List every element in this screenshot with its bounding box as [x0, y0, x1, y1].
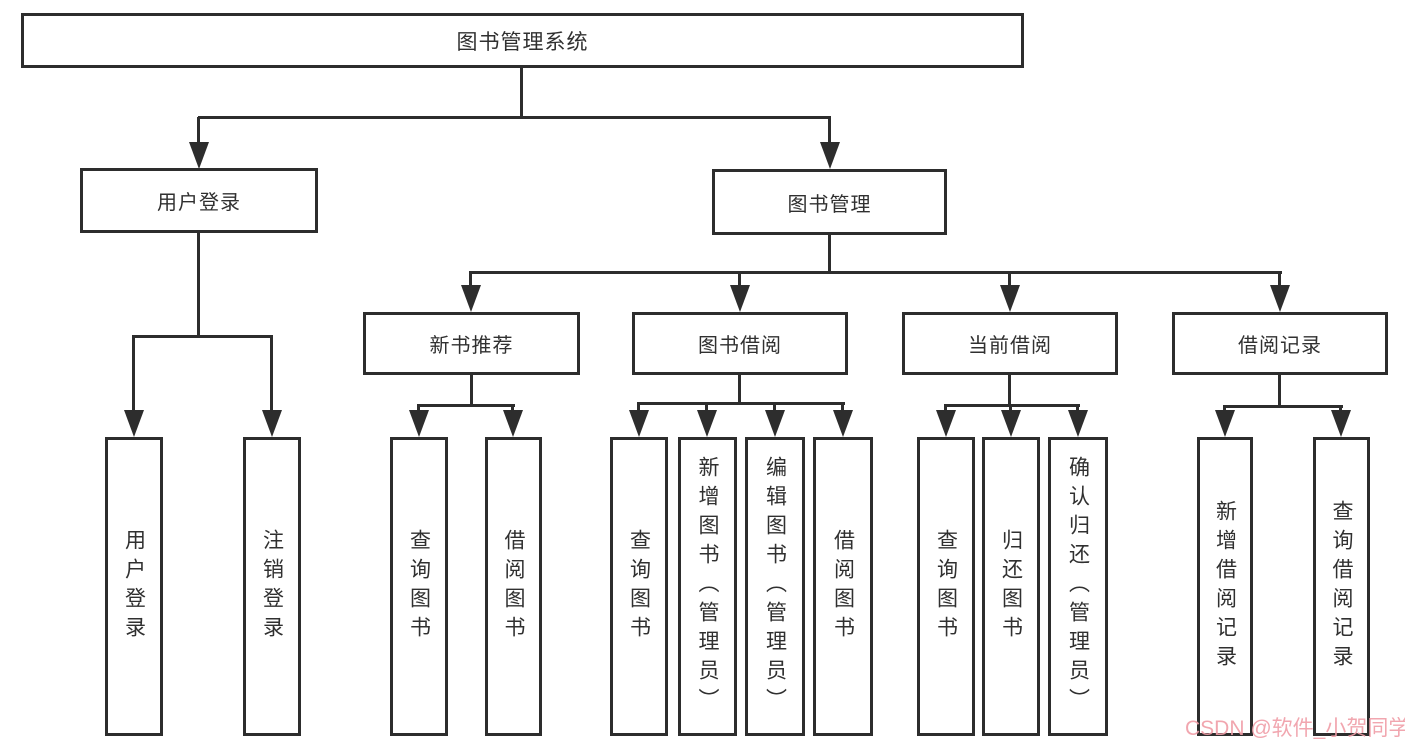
leaf-query-books-current: 查询图书	[917, 437, 975, 736]
arrow-down-icon	[697, 410, 717, 437]
node-current-borrow: 当前借阅	[902, 312, 1118, 375]
leaf-confirm-return-admin: 确认归还（管理员）	[1048, 437, 1108, 736]
leaf-edit-books-admin: 编辑图书（管理员）	[745, 437, 805, 736]
arrow-down-icon	[262, 410, 282, 437]
leaf-return-books: 归还图书	[982, 437, 1040, 736]
connector-line	[469, 271, 1282, 274]
node-label: 新书推荐	[429, 335, 514, 357]
node-root: 图书管理系统	[21, 13, 1024, 68]
connector-line	[511, 405, 514, 413]
leaf-label: 查询图书	[627, 528, 651, 645]
node-label: 用户登录	[157, 192, 241, 214]
leaf-label: 归还图书	[999, 528, 1023, 645]
arrow-down-icon	[1068, 410, 1088, 437]
arrow-down-icon	[461, 285, 481, 312]
node-root-label: 图书管理系统	[456, 30, 589, 54]
leaf-label: 查询图书	[407, 528, 431, 645]
connector-line	[738, 375, 741, 405]
node-new-book-recommend: 新书推荐	[363, 312, 580, 375]
connector-line	[1278, 375, 1281, 408]
arrow-down-icon	[936, 410, 956, 437]
connector-line	[828, 235, 831, 273]
arrow-down-icon	[833, 410, 853, 437]
node-borrow-record: 借阅记录	[1172, 312, 1388, 375]
leaf-label: 查询借阅记录	[1330, 499, 1353, 674]
connector-line	[469, 272, 472, 287]
arrow-down-icon	[189, 142, 209, 169]
leaf-label: 借阅图书	[831, 528, 855, 645]
connector-line	[198, 116, 831, 119]
connector-line	[1278, 272, 1281, 287]
leaf-query-books-borrow: 查询图书	[610, 437, 668, 736]
connector-line	[417, 405, 420, 413]
arrow-down-icon	[629, 410, 649, 437]
arrow-down-icon	[409, 410, 429, 437]
node-user-login: 用户登录	[80, 168, 318, 233]
leaf-query-borrow-record: 查询借阅记录	[1313, 437, 1370, 736]
connector-line	[1223, 406, 1226, 413]
leaf-label: 用户登录	[122, 528, 146, 645]
connector-line	[1339, 406, 1342, 413]
arrow-down-icon	[730, 285, 750, 312]
leaf-borrow-books-recommend: 借阅图书	[485, 437, 542, 736]
arrow-down-icon	[503, 410, 523, 437]
connector-line	[828, 117, 831, 145]
leaf-user-login: 用户登录	[105, 437, 163, 736]
arrow-down-icon	[820, 142, 840, 169]
connector-line	[1223, 405, 1343, 408]
leaf-label: 编辑图书（管理员）	[763, 456, 787, 717]
connector-line	[637, 403, 640, 413]
node-label: 图书借阅	[698, 335, 782, 357]
connector-line	[132, 336, 135, 412]
node-book-management: 图书管理	[712, 169, 947, 235]
arrow-down-icon	[1331, 410, 1351, 437]
connector-line	[270, 336, 273, 412]
leaf-borrow-books: 借阅图书	[813, 437, 873, 736]
node-label: 图书管理	[787, 193, 872, 216]
leaf-logout: 注销登录	[243, 437, 301, 736]
connector-line	[470, 375, 473, 407]
arrow-down-icon	[124, 410, 144, 437]
connector-line	[637, 402, 845, 405]
connector-line	[738, 272, 741, 287]
connector-line	[773, 403, 776, 413]
node-label: 当前借阅	[968, 335, 1052, 357]
leaf-label: 确认归还（管理员）	[1066, 456, 1090, 717]
connector-line	[197, 233, 200, 337]
connector-line	[1008, 272, 1011, 287]
connector-line	[1076, 405, 1079, 413]
connector-line	[197, 117, 200, 145]
leaf-label: 新增借阅记录	[1213, 499, 1237, 674]
arrow-down-icon	[1000, 285, 1020, 312]
connector-line	[944, 405, 947, 413]
arrow-down-icon	[1215, 410, 1235, 437]
connector-line	[520, 68, 523, 118]
node-book-borrow: 图书借阅	[632, 312, 848, 375]
connector-line	[841, 403, 844, 413]
leaf-label: 新增图书（管理员）	[696, 456, 719, 717]
arrow-down-icon	[1270, 285, 1290, 312]
csdn-watermark: CSDN @软件_小贺同学	[1185, 717, 1405, 740]
node-label: 借阅记录	[1238, 335, 1322, 357]
leaf-label: 注销登录	[260, 528, 284, 645]
connector-line	[132, 335, 273, 338]
leaf-label: 借阅图书	[502, 528, 525, 645]
arrow-down-icon	[765, 410, 785, 437]
connector-line	[1009, 405, 1012, 413]
connector-line	[705, 403, 708, 413]
leaf-query-books-recommend: 查询图书	[390, 437, 448, 736]
connector-line	[944, 404, 1080, 407]
leaf-add-borrow-record: 新增借阅记录	[1197, 437, 1253, 736]
leaf-label: 查询图书	[934, 528, 958, 645]
connector-line	[1008, 375, 1011, 407]
connector-line	[417, 404, 515, 407]
leaf-add-books-admin: 新增图书（管理员）	[678, 437, 737, 736]
arrow-down-icon	[1001, 410, 1021, 437]
